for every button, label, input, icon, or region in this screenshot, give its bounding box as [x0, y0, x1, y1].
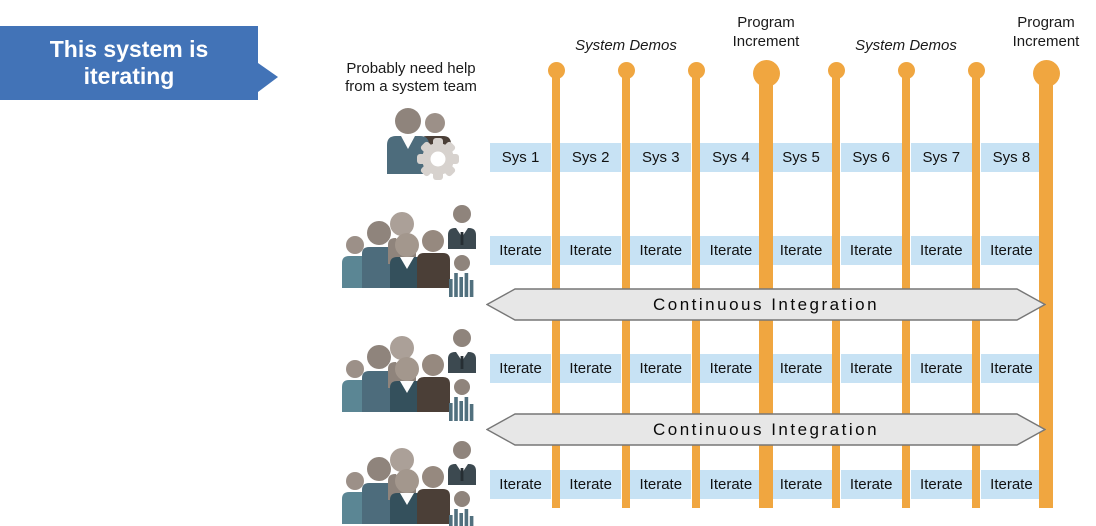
team-icon [342, 205, 476, 297]
iterate-cell: Iterate [630, 354, 692, 383]
iterate-cell: Iterate [980, 236, 1042, 265]
gear-icon [417, 138, 459, 180]
iterate-row-1: Iterate Iterate Iterate Iterate Iterate … [490, 236, 1042, 265]
iterate-row-3: Iterate Iterate Iterate Iterate Iterate … [490, 470, 1042, 499]
person-striped-icon [449, 255, 474, 297]
sys-cell: Sys 8 [980, 143, 1042, 172]
milestone-dot [547, 62, 565, 79]
note-line-2: from a system team [345, 78, 477, 96]
continuous-integration-arrow-2: Continuous Integration [486, 413, 1046, 446]
iterate-cell: Iterate [910, 236, 972, 265]
iterate-cell: Iterate [840, 470, 902, 499]
iterate-cell: Iterate [560, 470, 622, 499]
banner-line-2: iterating [83, 63, 175, 89]
iterate-cell: Iterate [980, 354, 1042, 383]
iterate-cell: Iterate [910, 470, 972, 499]
label-program-increment-right: Program Increment [1012, 14, 1080, 50]
person-suit-icon [448, 329, 476, 373]
milestone-dot [617, 62, 635, 79]
iterate-cell: Iterate [840, 354, 902, 383]
banner-line-1: This system is [49, 35, 209, 62]
milestone-dot [897, 62, 915, 79]
continuous-integration-arrow-1: Continuous Integration [486, 288, 1046, 321]
sys-cell: Sys 1 [490, 143, 552, 172]
person-suit-icon [448, 205, 476, 249]
person-striped-icon [449, 491, 474, 526]
team-crowd-icon [342, 212, 450, 288]
label-system-demos-right: System Demos [855, 37, 957, 54]
sys-cell: Sys 5 [770, 143, 832, 172]
callout-banner: This system is iterating [0, 26, 258, 100]
person-suit-icon [448, 441, 476, 485]
iterate-cell: Iterate [770, 354, 832, 383]
iterate-cell: Iterate [560, 354, 622, 383]
person-front [387, 108, 429, 174]
label-system-demos-left: System Demos [575, 37, 677, 54]
milestone-line-program-increment [1032, 60, 1060, 508]
iterate-cell: Iterate [840, 236, 902, 265]
iterate-row-2: Iterate Iterate Iterate Iterate Iterate … [490, 354, 1042, 383]
note-text: Probably need help from a system team [322, 60, 500, 97]
team-icon [342, 441, 476, 526]
milestone-dot [827, 62, 845, 79]
milestone-dot [687, 62, 705, 79]
continuous-integration-label: Continuous Integration [652, 294, 880, 314]
iterate-cell: Iterate [700, 470, 762, 499]
continuous-integration-label: Continuous Integration [652, 419, 880, 439]
system-team-icon [387, 108, 459, 180]
iterate-cell: Iterate [700, 236, 762, 265]
iterate-cell: Iterate [910, 354, 972, 383]
double-arrow-shape [486, 288, 1046, 321]
sys-cell: Sys 6 [840, 143, 902, 172]
iterate-cell: Iterate [630, 470, 692, 499]
iterate-cell: Iterate [770, 236, 832, 265]
team-icon [342, 329, 476, 421]
iterate-cell: Iterate [490, 236, 552, 265]
iterate-cell: Iterate [980, 470, 1042, 499]
sys-cell: Sys 7 [910, 143, 972, 172]
sys-cell: Sys 4 [700, 143, 762, 172]
milestone-dot-large [752, 60, 780, 87]
milestone-dot-large [1032, 60, 1060, 87]
iterate-cell: Iterate [490, 470, 552, 499]
iterate-cell: Iterate [770, 470, 832, 499]
team-crowd-icon [342, 448, 450, 524]
sys-cell: Sys 3 [630, 143, 692, 172]
double-arrow-shape [486, 413, 1046, 446]
sys-row: Sys 1 Sys 2 Sys 3 Sys 4 Sys 5 Sys 6 Sys … [490, 143, 1042, 172]
note-line-1: Probably need help [346, 60, 476, 77]
iterate-cell: Iterate [630, 236, 692, 265]
iterate-cell: Iterate [700, 354, 762, 383]
sys-cell: Sys 2 [560, 143, 622, 172]
banner-pointer-icon [258, 63, 278, 92]
iterate-cell: Iterate [490, 354, 552, 383]
team-crowd-icon [342, 336, 450, 412]
iterate-cell: Iterate [560, 236, 622, 265]
milestone-dot [967, 62, 985, 79]
label-program-increment-left: Program Increment [732, 14, 800, 50]
person-striped-icon [449, 379, 474, 421]
